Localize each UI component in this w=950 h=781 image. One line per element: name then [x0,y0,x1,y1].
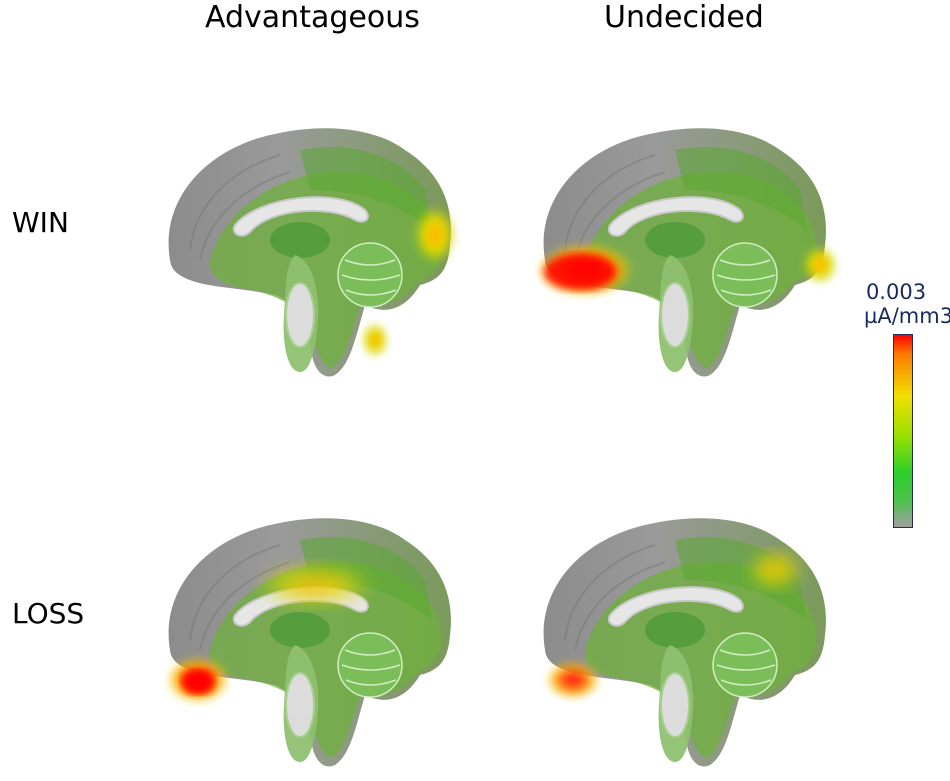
brain-image [166,500,470,780]
brain-image [150,110,457,390]
colorbar-max-value: 0.003 [865,280,927,304]
brain-panel-loss-advantageous [150,500,470,780]
brain-panel-win-undecided [525,110,845,390]
brain-panel-loss-undecided [525,500,845,780]
brain-image [525,500,845,780]
row-label-loss: LOSS [12,597,85,630]
row-label-win: WIN [12,206,69,239]
brain-panel-win-advantageous [150,110,470,390]
column-title-undecided: Undecided [604,0,764,35]
colorbar [893,334,913,528]
colorbar-max-label: 0.003 µA/mm3 [864,280,950,328]
column-title-advantageous: Advantageous [205,0,420,35]
colorbar-unit: µA/mm3 [864,304,950,328]
brain-image [535,110,838,390]
